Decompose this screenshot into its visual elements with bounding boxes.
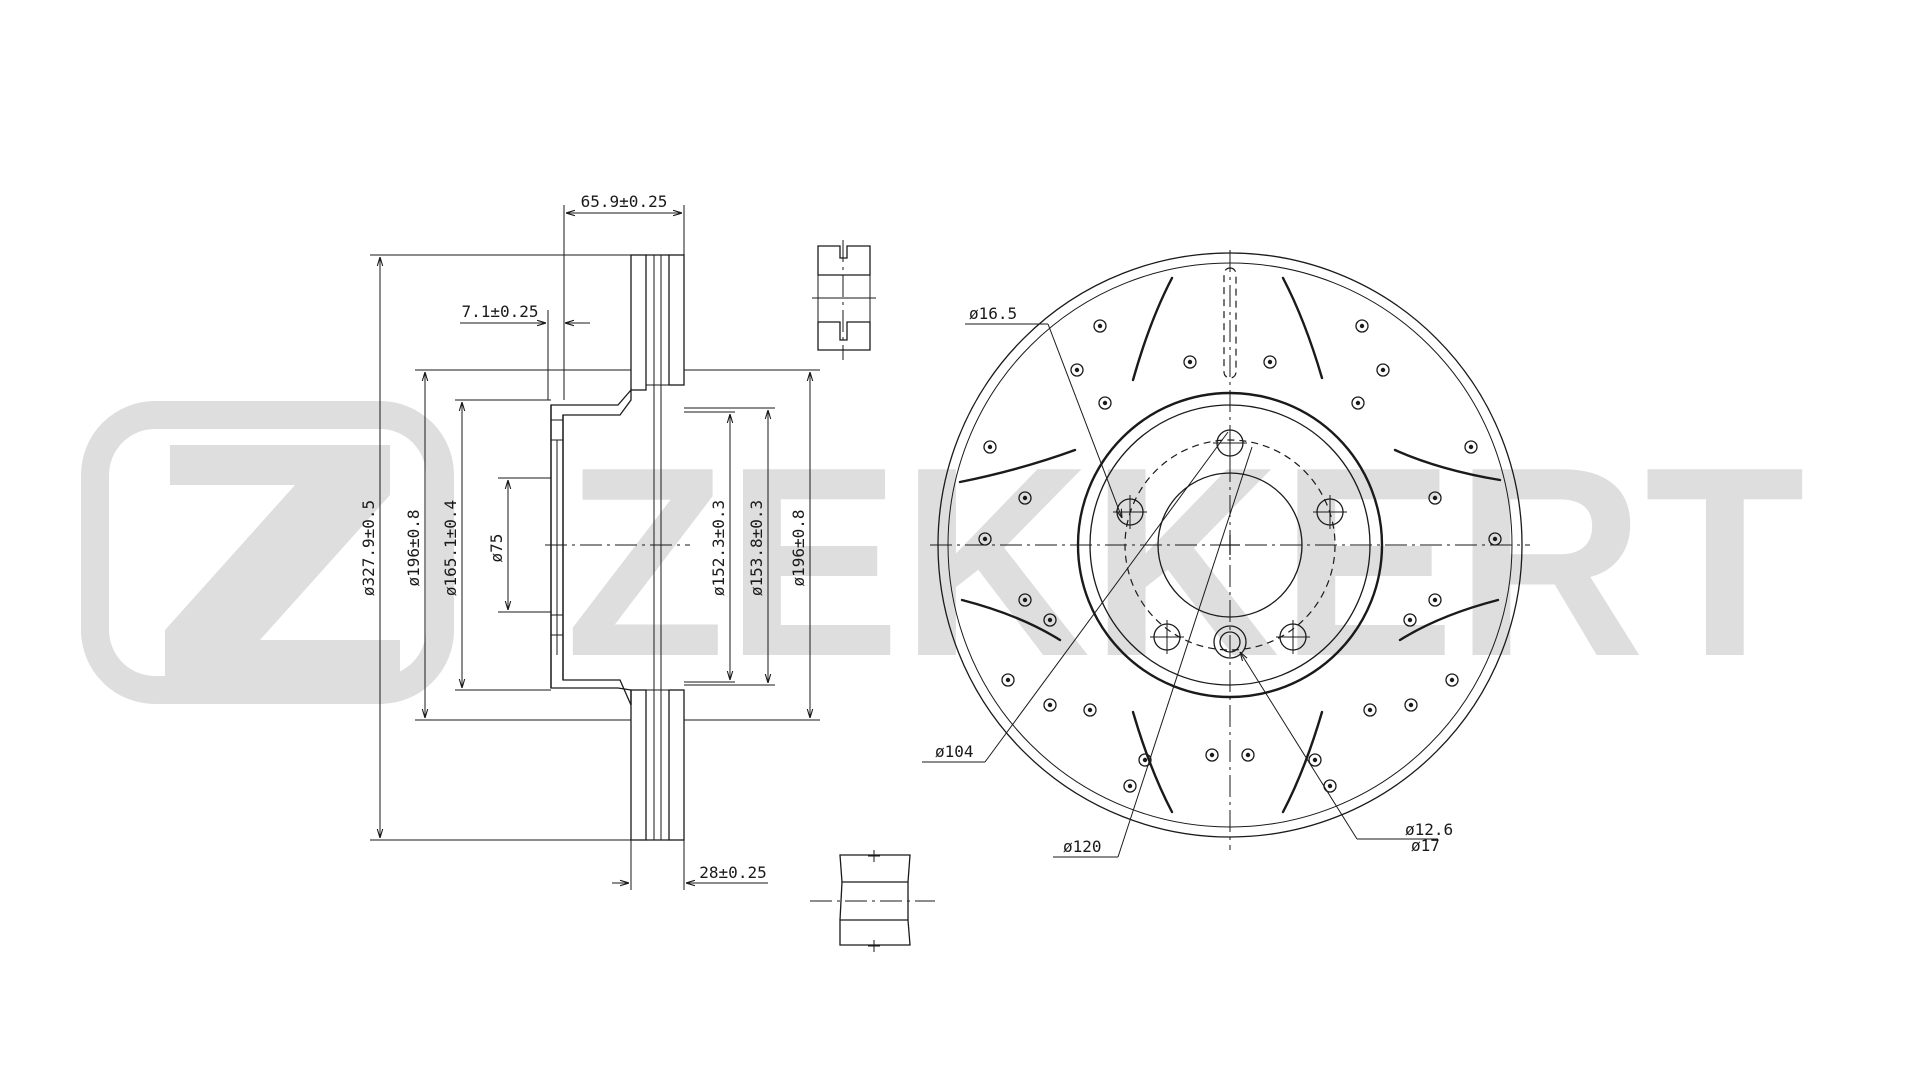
ring-right-plate-top bbox=[668, 254, 685, 386]
drilled-hole bbox=[1123, 779, 1137, 793]
drilled-hole bbox=[1308, 753, 1322, 767]
drilled-hole bbox=[1464, 440, 1478, 454]
cooling-groove bbox=[1131, 276, 1174, 382]
dim-d-196-left: ø196±0.8 bbox=[404, 509, 423, 586]
drilled-hole bbox=[1428, 491, 1442, 505]
hub-pilot-bottom bbox=[550, 614, 564, 636]
cooling-groove bbox=[958, 448, 1077, 484]
drilled-hole bbox=[1018, 491, 1032, 505]
ring-right-plate-bottom bbox=[668, 689, 685, 841]
dim-disc-thickness: 28±0.25 bbox=[699, 863, 766, 882]
ring-left-plate-bottom bbox=[630, 689, 647, 841]
drilled-hole bbox=[1488, 532, 1502, 546]
watermark-logo-z bbox=[165, 445, 400, 680]
dim-hub-thickness: 7.1±0.25 bbox=[461, 302, 538, 321]
drilled-hole bbox=[1083, 703, 1097, 717]
drilled-hole bbox=[1018, 593, 1032, 607]
detail-section-bottom bbox=[810, 850, 935, 952]
watermark-text: ZEKKERT bbox=[565, 412, 1805, 713]
front-view bbox=[930, 250, 1530, 850]
dim-d-152: ø152.3±0.3 bbox=[709, 500, 728, 596]
drilled-hole bbox=[978, 532, 992, 546]
front-view-labels: ø16.5 ø104 ø120 ø12.6 ø17 bbox=[922, 304, 1453, 858]
drilled-hole bbox=[1001, 673, 1015, 687]
label-hole-17: ø17 bbox=[1411, 836, 1440, 855]
dim-d-196-right: ø196±0.8 bbox=[789, 509, 808, 586]
drilled-hole bbox=[1445, 673, 1459, 687]
cooling-groove bbox=[1393, 448, 1502, 482]
drilled-hole bbox=[1428, 593, 1442, 607]
label-hole-16-5: ø16.5 bbox=[969, 304, 1017, 323]
drilled-hole bbox=[1241, 748, 1255, 762]
drilled-hole bbox=[1098, 396, 1112, 410]
drilled-hole bbox=[1043, 698, 1057, 712]
watermark-logo-frame bbox=[81, 401, 454, 704]
dim-d-75: ø75 bbox=[487, 534, 506, 563]
drilled-hole bbox=[1355, 319, 1369, 333]
drilled-hole bbox=[1404, 698, 1418, 712]
watermark: ZEKKERT bbox=[81, 401, 1805, 713]
cooling-groove bbox=[1131, 710, 1174, 814]
top-slot-hidden bbox=[1223, 267, 1237, 379]
hub-pilot-top bbox=[550, 419, 564, 441]
drilled-hole bbox=[983, 440, 997, 454]
cooling-groove bbox=[1281, 276, 1324, 380]
side-section-view: 65.9±0.25 7.1±0.25 28±0.25 ø327.9±0.5 ø1… bbox=[359, 192, 820, 890]
cooling-groove bbox=[960, 598, 1062, 642]
detail-section-top bbox=[812, 240, 876, 360]
drilled-hole bbox=[1183, 355, 1197, 369]
label-hole-12-6: ø12.6 bbox=[1405, 820, 1453, 839]
drilled-hole bbox=[1138, 753, 1152, 767]
drilled-hole bbox=[1351, 396, 1365, 410]
drilled-hole bbox=[1070, 363, 1084, 377]
dim-width-outer: 65.9±0.25 bbox=[581, 192, 668, 211]
cooling-groove bbox=[1281, 710, 1324, 814]
drilled-hole bbox=[1403, 613, 1417, 627]
label-pcd-104: ø104 bbox=[935, 742, 974, 761]
drilled-hole bbox=[1205, 748, 1219, 762]
drilled-hole bbox=[1263, 355, 1277, 369]
drilled-hole bbox=[1093, 319, 1107, 333]
cooling-groove bbox=[1398, 598, 1500, 642]
locating-hole-inner bbox=[1219, 631, 1241, 653]
dim-d-165: ø165.1±0.4 bbox=[441, 500, 460, 596]
drilled-hole bbox=[1376, 363, 1390, 377]
dim-d-153: ø153.8±0.3 bbox=[747, 500, 766, 596]
drilled-hole bbox=[1363, 703, 1377, 717]
locating-hole-outer bbox=[1213, 625, 1247, 659]
drilled-hole bbox=[1043, 613, 1057, 627]
dim-d-outer: ø327.9±0.5 bbox=[359, 500, 378, 596]
label-pcd-120: ø120 bbox=[1063, 837, 1102, 856]
ring-left-plate-top bbox=[630, 254, 647, 391]
